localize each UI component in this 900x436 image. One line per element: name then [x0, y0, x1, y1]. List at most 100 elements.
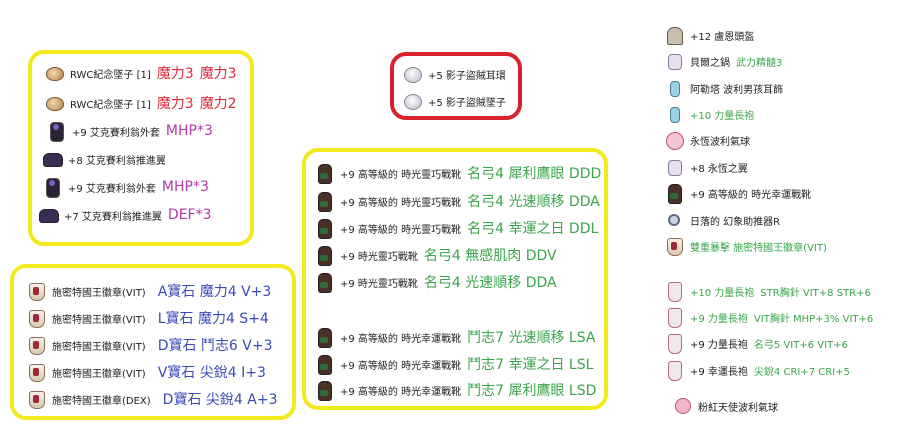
- item-label: 施密特國王徽章(VIT): [52, 287, 146, 299]
- item-label: 永恆波利氣球: [690, 136, 750, 148]
- badge-icon: [26, 308, 46, 328]
- item-stat: 魔力2: [199, 96, 237, 112]
- list-item: +9 艾克賽利翁外套 MHP*3: [46, 120, 250, 142]
- badge-icon: [26, 389, 46, 409]
- item-stat: A寶石 魔力4 V+3: [157, 284, 272, 300]
- item-stat: 魔力3: [156, 96, 194, 112]
- list-item: +5 影子盜賊墜子: [402, 90, 518, 112]
- item-label: +9 高等級的 時光靈巧戰靴: [340, 224, 462, 236]
- item-label: +9 時光靈巧戰靴: [340, 251, 418, 263]
- robe-icon: [664, 333, 684, 354]
- item-label: +9 高等級的 時光幸運戰靴: [340, 333, 462, 345]
- item-label: +9 高等級的 時光幸運戰靴: [340, 360, 462, 372]
- item-label: +12 盧恩頭盔: [690, 31, 755, 43]
- item-stat: 魔力3: [199, 66, 237, 82]
- item-stat: 武力精髓3: [736, 57, 783, 69]
- item-label: 貝爾之鍋: [690, 57, 730, 69]
- robe-icon: [664, 307, 684, 328]
- item-label: +9 艾克賽利翁外套: [72, 127, 160, 139]
- pink-icon: [664, 130, 684, 150]
- left-bottom-panel: 施密特國王徽章(VIT) A寶石 魔力4 V+3 施密特國王徽章(VIT) L寶…: [10, 264, 296, 420]
- left-top-panel: RWC紀念墜子 [1] 魔力3 魔力3 RWC紀念墜子 [1] 魔力3 魔力2 …: [28, 50, 254, 246]
- list-item: +9 高等級的 時光幸運戰靴 鬥志7 幸運之日 LSL: [314, 353, 604, 375]
- list-item: +9 高等級的 時光幸運戰靴: [664, 182, 900, 204]
- item-label: +5 影子盜賊耳環: [428, 70, 506, 82]
- robe-icon: [664, 281, 684, 302]
- list-item: 施密特國王徽章(VIT) L寶石 魔力4 S+4: [26, 307, 292, 329]
- boots-icon: [314, 327, 334, 348]
- badge-icon: [26, 362, 46, 382]
- right-list: +12 盧恩頭盔 貝爾之鍋 武力精髓3 阿勒塔 波利男孩耳飾 +10 力量長袍 …: [664, 0, 900, 436]
- item-stat: MHP*3: [161, 179, 209, 195]
- item-label: RWC紀念墜子 [1]: [70, 99, 151, 111]
- coat-icon: [46, 121, 66, 142]
- list-item: +5 影子盜賊耳環: [402, 63, 518, 85]
- item-stat: D寶石 尖銳4 A+3: [162, 392, 278, 408]
- boots-icon: [314, 354, 334, 375]
- item-stat: 名弓4 光速順移 DDA: [467, 194, 600, 210]
- item-label: 日落的 幻象助推器R: [690, 216, 781, 228]
- list-item: 施密特國王徽章(VIT) A寶石 魔力4 V+3: [26, 280, 292, 302]
- center-yellow-panel: +9 高等級的 時光靈巧戰靴 名弓4 犀利鷹眼 DDD +9 高等級的 時光靈巧…: [302, 148, 608, 410]
- ear-muffs-icon: [44, 63, 64, 83]
- list-item: +10 力量長袍: [664, 103, 900, 125]
- item-stat: 魔力3: [156, 66, 194, 82]
- glove-icon: [664, 157, 684, 177]
- list-item: +9 艾克賽利翁外套 MHP*3: [42, 176, 250, 198]
- list-item: 施密特國王徽章(VIT) V寶石 尖銳4 I+3: [26, 361, 292, 383]
- item-label: +10 力量長袍: [690, 287, 755, 299]
- item-label: +9 高等級的 時光幸運戰靴: [690, 189, 812, 201]
- badge-icon: [26, 335, 46, 355]
- list-item: +9 高等級的 時光靈巧戰靴 名弓4 光速順移 DDA: [314, 190, 604, 212]
- item-label: +8 永恆之翼: [690, 163, 748, 175]
- shadow-earring-icon: [402, 64, 422, 84]
- list-item: +9 幸運長袍 尖銳4 CRI+7 CRI+5: [664, 359, 900, 381]
- boots-icon: [314, 218, 334, 239]
- item-label: +10 力量長袍: [690, 110, 755, 122]
- list-item: +8 永恆之翼: [664, 156, 900, 178]
- bead-icon: [664, 78, 684, 98]
- list-item: +10 力量長袍 STR胸針 VIT+8 STR+6: [664, 280, 900, 302]
- boots-icon: [314, 245, 334, 266]
- item-stat: 名弓4 幸運之日 DDL: [467, 221, 599, 237]
- item-label: +9 力量長袍: [690, 313, 748, 325]
- ear-muffs-icon: [44, 93, 64, 113]
- item-stat: DEF*3: [167, 207, 212, 223]
- item-label: +9 時光靈巧戰靴: [340, 278, 418, 290]
- item-stat: L寶石 魔力4 S+4: [157, 311, 269, 327]
- item-label: +9 力量長袍: [690, 339, 748, 351]
- item-stat: STR胸針 VIT+8 STR+6: [760, 287, 871, 299]
- item-stat: VIT胸針 MHP+3% VIT+6: [753, 313, 874, 325]
- item-stat: 鬥志7 幸運之日 LSL: [467, 357, 594, 373]
- list-item: +12 盧恩頭盔: [664, 24, 900, 46]
- center-red-panel: +5 影子盜賊耳環 +5 影子盜賊墜子: [390, 52, 522, 120]
- item-label: +7 艾克賽利翁推進翼: [64, 211, 162, 223]
- item-stat: 名弓4 無感肌肉 DDV: [423, 248, 557, 264]
- item-label: 雙重暴擊 施密特國王徽章(VIT): [690, 242, 827, 254]
- badge-icon: [664, 236, 684, 256]
- list-item: RWC紀念墜子 [1] 魔力3 魔力2: [44, 92, 250, 114]
- boots-icon: [664, 183, 684, 204]
- list-item: 雙重暴擊 施密特國王徽章(VIT): [664, 235, 900, 257]
- robe-icon: [664, 360, 684, 381]
- coat-icon: [42, 177, 62, 198]
- list-item: 阿勒塔 波利男孩耳飾: [664, 77, 900, 99]
- list-item: +9 力量長袍 名弓5 VIT+6 VIT+6: [664, 332, 900, 354]
- item-label: 施密特國王徽章(VIT): [52, 368, 146, 380]
- item-label: +9 高等級的 時光靈巧戰靴: [340, 169, 462, 181]
- item-label: 阿勒塔 波利男孩耳飾: [690, 84, 784, 96]
- item-label: 施密特國王徽章(VIT): [52, 314, 146, 326]
- list-item: +9 高等級的 時光靈巧戰靴 名弓4 幸運之日 DDL: [314, 217, 604, 239]
- list-item: 貝爾之鍋 武力精髓3: [664, 50, 900, 72]
- item-stat: V寶石 尖銳4 I+3: [157, 365, 266, 381]
- wing-icon: [42, 149, 63, 169]
- badge-icon: [26, 281, 46, 301]
- glove-icon: [664, 51, 684, 71]
- boots-icon: [314, 163, 334, 184]
- item-label: 施密特國王徽章(VIT): [52, 341, 146, 353]
- list-item: 日落的 幻象助推器R: [664, 209, 900, 231]
- list-item: +9 時光靈巧戰靴 名弓4 無感肌肉 DDV: [314, 244, 604, 266]
- item-stat: 名弓4 犀利鷹眼 DDD: [467, 166, 602, 182]
- bead-icon: [664, 104, 684, 124]
- item-stat: MHP*3: [165, 123, 213, 139]
